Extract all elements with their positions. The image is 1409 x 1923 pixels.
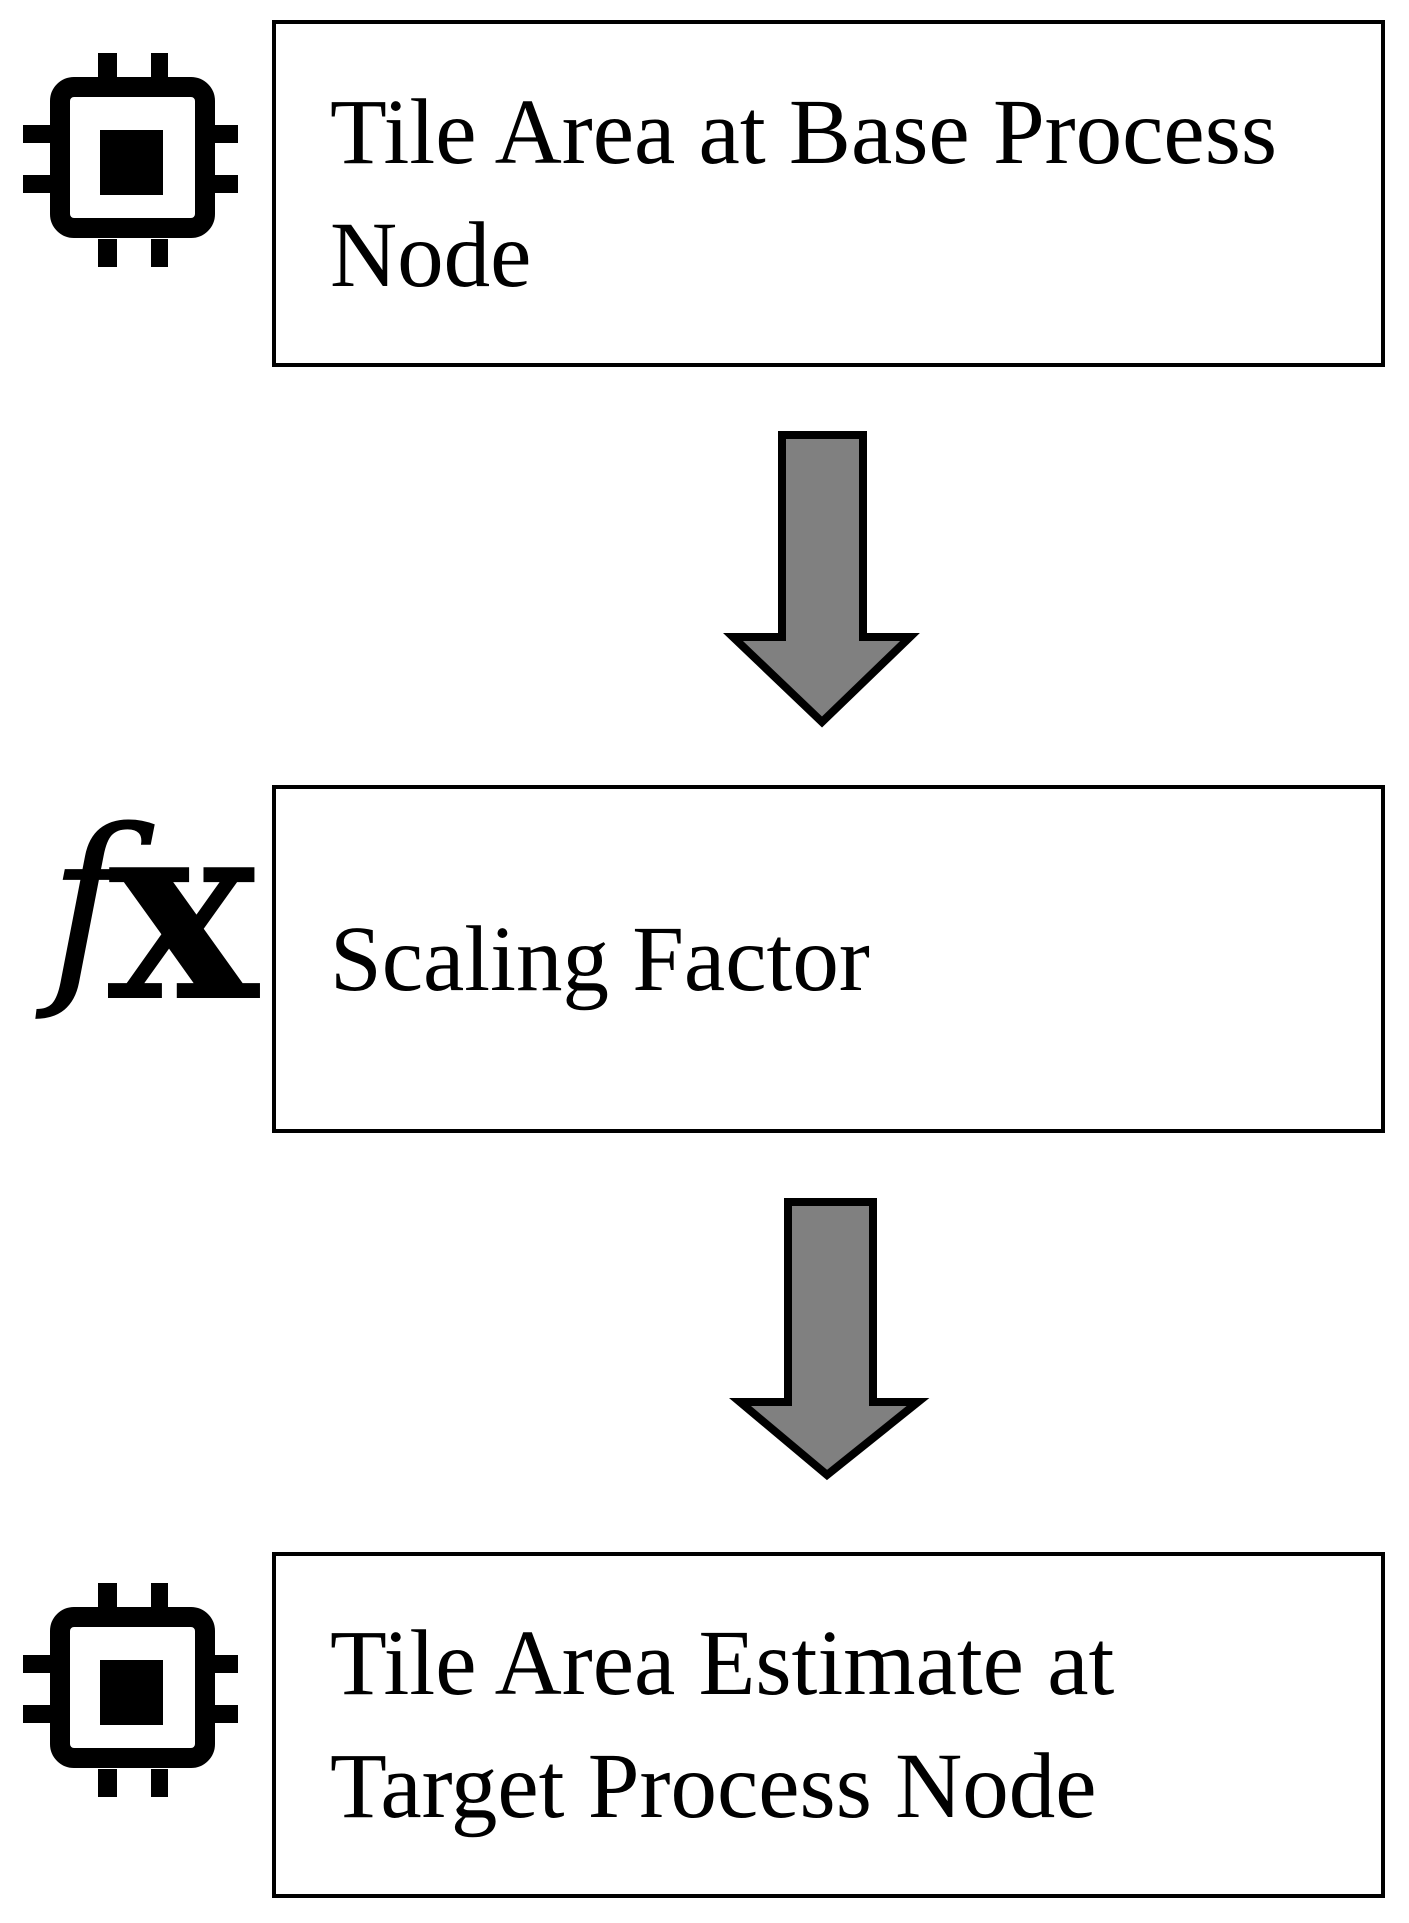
flow-box-scaling-factor: Scaling Factor <box>272 785 1385 1133</box>
flow-box-label-line: Target Process Node <box>330 1735 1097 1838</box>
down-arrow <box>723 431 920 728</box>
cpu-chip-icon <box>23 53 238 267</box>
function-x-glyph: x <box>108 762 260 1058</box>
flow-box-tile-area-target: Tile Area Estimate at Target Process Nod… <box>272 1552 1385 1898</box>
flow-box-label-line: Node <box>330 203 532 307</box>
down-arrow <box>729 1198 930 1481</box>
function-fx-icon: f x <box>35 762 260 1058</box>
flow-box-label-line: Scaling Factor <box>330 907 870 1011</box>
flow-box-label-line: Tile Area Estimate at <box>330 1612 1115 1715</box>
flow-box-label-line: Tile Area at Base Process <box>330 80 1278 184</box>
cpu-chip-icon <box>23 1583 238 1797</box>
flow-box-tile-area-base: Tile Area at Base Process Node <box>272 20 1385 367</box>
